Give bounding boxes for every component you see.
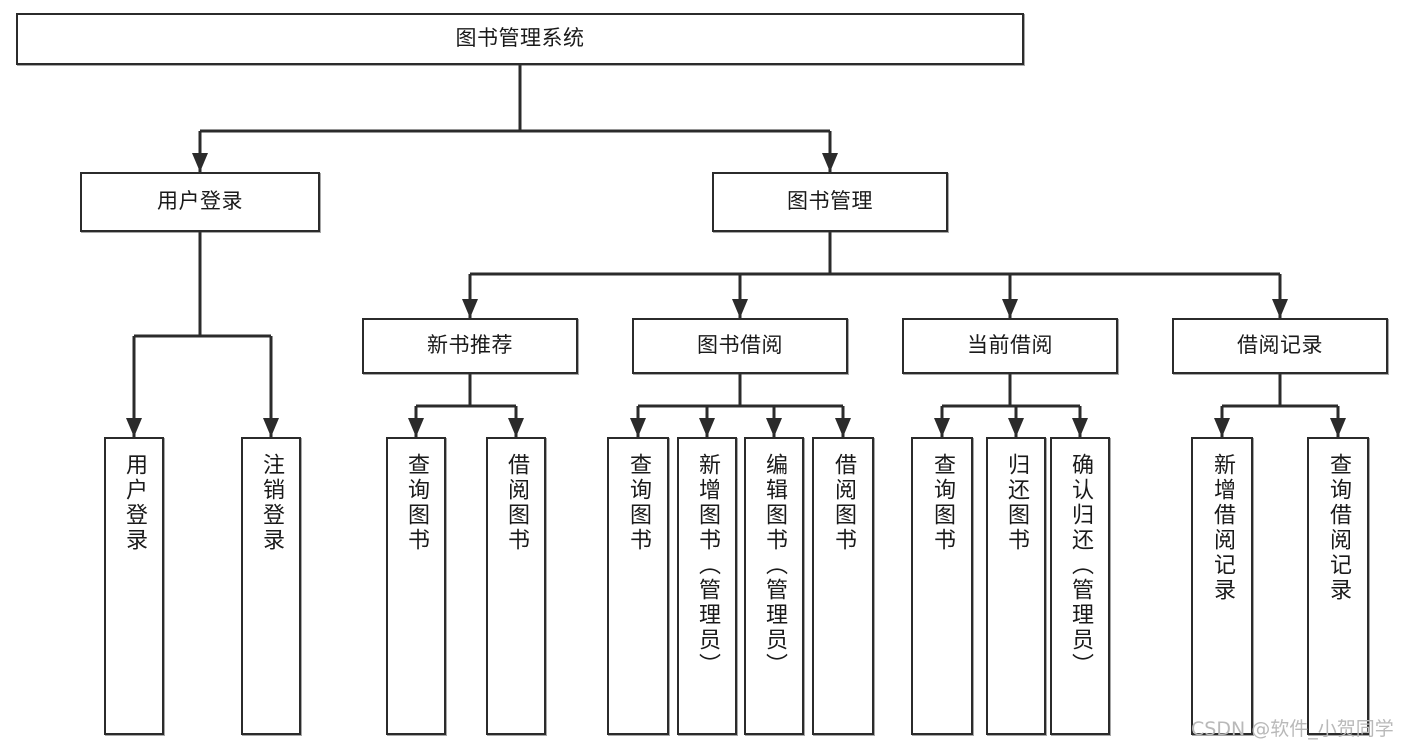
leaf-query-book-current[interactable]: 查询图书 [911, 437, 973, 735]
csdn-watermark: CSDN @软件_小贺同学 [1191, 718, 1394, 740]
node-current-borrowing[interactable]: 当前借阅 [902, 318, 1118, 374]
leaf-add-borrow-record[interactable]: 新增借阅记录 [1191, 437, 1253, 735]
node-label: 图书管理 [787, 189, 873, 214]
leaf-confirm-return-admin[interactable]: 确认归还（管理员） [1050, 437, 1110, 735]
leaf-query-book-borrowing[interactable]: 查询图书 [607, 437, 669, 735]
node-label: 新增借阅记录 [1210, 453, 1235, 603]
node-label: 查询图书 [626, 453, 651, 553]
node-label: 新增图书（管理员） [695, 453, 720, 678]
node-label: 借阅图书 [831, 453, 856, 553]
leaf-user-login[interactable]: 用户登录 [104, 437, 164, 735]
leaf-logout[interactable]: 注销登录 [241, 437, 301, 735]
leaf-borrow-book-recommendation[interactable]: 借阅图书 [486, 437, 546, 735]
node-label: 编辑图书（管理员） [762, 453, 787, 678]
node-label: 图书借阅 [697, 333, 783, 358]
node-label: 查询图书 [404, 453, 429, 553]
leaf-edit-book-admin[interactable]: 编辑图书（管理员） [744, 437, 804, 735]
node-new-book-recommendation[interactable]: 新书推荐 [362, 318, 578, 374]
leaf-add-book-admin[interactable]: 新增图书（管理员） [677, 437, 737, 735]
leaf-query-borrow-record[interactable]: 查询借阅记录 [1307, 437, 1369, 735]
node-label: 借阅图书 [504, 453, 529, 553]
node-label: 新书推荐 [427, 333, 513, 358]
node-label: 注销登录 [259, 453, 284, 553]
node-book-management-system[interactable]: 图书管理系统 [16, 13, 1024, 65]
node-borrowing-records[interactable]: 借阅记录 [1172, 318, 1388, 374]
node-label: 查询借阅记录 [1326, 453, 1351, 603]
node-label: 当前借阅 [967, 333, 1053, 358]
node-label: 用户登录 [157, 189, 243, 214]
node-label: 借阅记录 [1237, 333, 1323, 358]
node-book-borrowing[interactable]: 图书借阅 [632, 318, 848, 374]
node-label: 查询图书 [930, 453, 955, 553]
leaf-return-book[interactable]: 归还图书 [986, 437, 1046, 735]
node-label: 确认归还（管理员） [1068, 453, 1093, 678]
leaf-query-book-recommendation[interactable]: 查询图书 [386, 437, 446, 735]
node-label: 用户登录 [122, 453, 147, 553]
node-label: 图书管理系统 [455, 26, 585, 51]
node-book-management[interactable]: 图书管理 [712, 172, 948, 232]
node-user-login[interactable]: 用户登录 [80, 172, 320, 232]
leaf-borrow-book[interactable]: 借阅图书 [812, 437, 874, 735]
node-label: 归还图书 [1004, 453, 1029, 553]
